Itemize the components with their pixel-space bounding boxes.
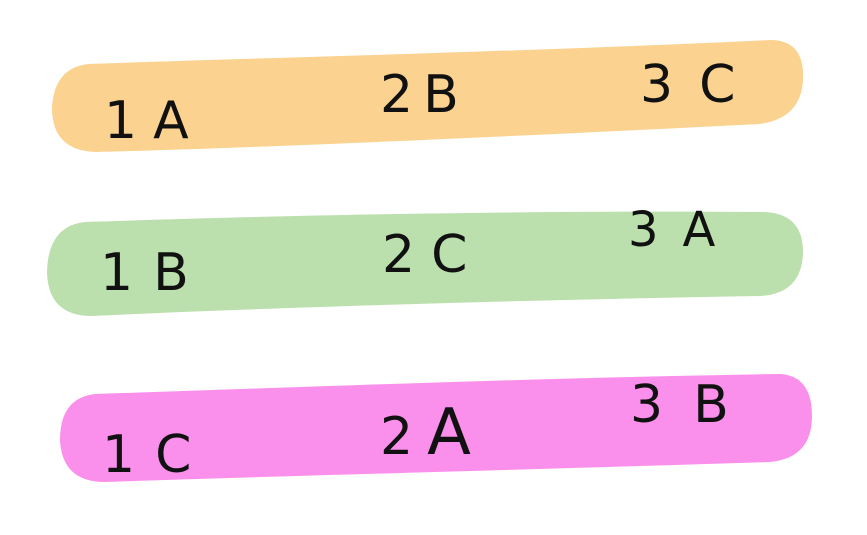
row-3-item-3-letter: B [693, 375, 729, 435]
row-3-item-2-letter: A [427, 396, 471, 470]
row-1-item-2-number: 2 [380, 65, 413, 125]
row-1-item-3-number: 3 [640, 55, 673, 115]
row-2-item-1-letter: B [153, 243, 189, 303]
row-3-item-3-number: 3 [630, 375, 663, 435]
row-1-item-1-letter: A [153, 91, 189, 151]
row-2-item-2-letter: C [431, 225, 467, 285]
row-3-item-1-letter: C [155, 425, 191, 485]
row-1-highlight-stroke [52, 40, 804, 152]
row-1-item-1-number: 1 [104, 91, 137, 151]
row-2-item-2-number: 2 [382, 225, 415, 285]
row-2-item-1-number: 1 [100, 243, 133, 303]
row-3-highlight-stroke [60, 374, 812, 482]
row-2-item-3-number: 3 [628, 202, 659, 258]
row-3-item-2-number: 2 [380, 407, 413, 467]
row-1-item-2-letter: B [423, 65, 459, 125]
row-1-item-3-letter: C [699, 55, 735, 115]
row-3-item-1-number: 1 [102, 425, 135, 485]
row-2-highlight-stroke [47, 211, 804, 316]
row-2-item-3-letter: A [683, 202, 716, 258]
